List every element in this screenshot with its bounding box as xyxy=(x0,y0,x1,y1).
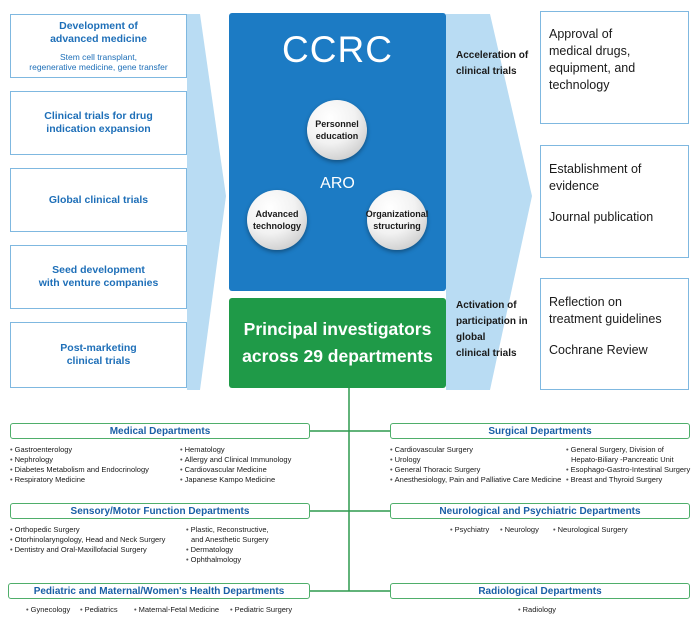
dept-item: Esophago-Gastro-Intestinal Surgery xyxy=(566,465,691,474)
right-box-text: Establishment of evidence xyxy=(549,162,642,193)
dept-item: Neurology xyxy=(500,525,539,534)
dept-surgical: Surgical Departments Cardiovascular Surg… xyxy=(390,423,690,493)
dept-item: Diabetes Metabolism and Endocrinology xyxy=(10,465,149,474)
ccrc-title: CCRC xyxy=(282,29,393,70)
left-box-title: Clinical trials for drug indication expa… xyxy=(44,110,153,135)
dept-item: Cardiovascular Surgery xyxy=(390,445,473,454)
node-label: Advanced technology xyxy=(252,209,301,231)
dept-item: Cardiovascular Medicine xyxy=(180,465,267,474)
right-chevron-arrow xyxy=(446,14,532,390)
dept-sensory-motor: Sensory/Motor Function Departments Ortho… xyxy=(10,503,310,573)
dept-item: General Thoracic Surgery xyxy=(390,465,481,474)
right-box-guidelines: Reflection on treatment guidelines Cochr… xyxy=(540,278,689,390)
dept-item: Nephrology xyxy=(10,455,53,464)
dept-pediatric-maternal: Pediatric and Maternal/Women's Health De… xyxy=(8,583,310,619)
principal-investigators-block: Principal investigators across 29 depart… xyxy=(229,298,446,388)
dept-item: Psychiatry xyxy=(450,525,490,534)
pi-line-1: Principal investigators xyxy=(243,319,432,339)
dept-item: Neurological Surgery xyxy=(553,525,628,534)
dept-title: Medical Departments xyxy=(10,423,310,439)
dept-item: Otorhinolaryngology, Head and Neck Surge… xyxy=(10,535,166,544)
dept-item: Gastroenterology xyxy=(10,445,73,454)
right-box-approval: Approval of medical drugs, equipment, an… xyxy=(540,11,689,124)
left-box-title: Post-marketing clinical trials xyxy=(60,342,137,367)
dept-item: Dentistry and Oral-Maxillofacial Surgery xyxy=(10,545,147,554)
dept-item: Ophthalmology xyxy=(186,555,241,564)
dept-item: Orthopedic Surgery xyxy=(10,525,80,534)
node-personnel-education: Personnel education xyxy=(307,100,367,160)
node-label: Personnel education xyxy=(315,119,359,141)
left-box-title: Seed development with venture companies xyxy=(38,264,159,289)
dept-item: Dermatology xyxy=(186,545,234,554)
dept-title: Pediatric and Maternal/Women's Health De… xyxy=(8,583,310,599)
dept-item: Allergy and Clinical Immunology xyxy=(180,455,292,464)
dept-title: Radiological Departments xyxy=(390,583,690,599)
dept-item: General Surgery, Division of xyxy=(566,445,664,454)
dept-medical: Medical Departments Gastroenterology Nep… xyxy=(10,423,310,493)
left-box-post-marketing: Post-marketing clinical trials xyxy=(10,322,187,388)
dept-title: Neurological and Psychiatric Departments xyxy=(390,503,690,519)
dept-radiological: Radiological Departments Radiology xyxy=(390,583,690,619)
dept-title: Sensory/Motor Function Departments xyxy=(10,503,310,519)
left-box-title: Development of advanced medicine xyxy=(50,20,147,45)
left-box-indication-expansion: Clinical trials for drug indication expa… xyxy=(10,91,187,155)
right-box-text: Journal publication xyxy=(549,210,654,224)
dept-item: Pediatric Surgery xyxy=(230,605,293,614)
dept-item: Gynecology xyxy=(26,605,71,614)
dept-item: Anesthesiology, Pain and Palliative Care… xyxy=(390,475,562,484)
dept-item: and Anesthetic Surgery xyxy=(191,535,269,544)
aro-label: ARO xyxy=(320,175,355,192)
department-connector-lines xyxy=(308,388,390,592)
dept-item: Breast and Thyroid Surgery xyxy=(566,475,663,484)
dept-item: Hematology xyxy=(180,445,225,454)
left-box-subtitle: Stem cell transplant, regenerative medic… xyxy=(29,52,168,72)
left-box-title: Global clinical trials xyxy=(48,193,149,206)
dept-item: Radiology xyxy=(518,605,556,614)
dept-item: Pediatrics xyxy=(80,605,118,614)
dept-item: Japanese Kampo Medicine xyxy=(180,475,275,484)
label-acceleration: Acceleration of clinical trials xyxy=(456,50,529,77)
dept-item: Respiratory Medicine xyxy=(10,475,85,484)
node-organizational-structuring: Organizational structuring xyxy=(365,190,429,250)
left-box-advanced-medicine: Development of advanced medicine Stem ce… xyxy=(10,14,187,78)
label-activation: Activation of participation in global cl… xyxy=(456,300,528,359)
right-box-evidence: Establishment of evidence Journal public… xyxy=(540,145,689,258)
left-box-seed-development: Seed development with venture companies xyxy=(10,245,187,309)
dept-item: Hepato-Biliary -Pancreatic Unit xyxy=(571,455,674,464)
left-chevron-arrow xyxy=(187,14,226,390)
node-label: Organizational structuring xyxy=(365,209,429,231)
dept-item: Maternal-Fetal Medicine xyxy=(134,605,219,614)
right-box-text: Approval of medical drugs, equipment, an… xyxy=(549,27,636,92)
ccrc-block: CCRC ARO Personnel education Advanced te… xyxy=(229,13,446,291)
left-box-global-trials: Global clinical trials xyxy=(10,168,187,232)
node-advanced-technology: Advanced technology xyxy=(247,190,307,250)
dept-title: Surgical Departments xyxy=(390,423,690,439)
pi-line-2: across 29 departments xyxy=(242,346,433,366)
right-box-text: Cochrane Review xyxy=(549,343,648,357)
dept-item: Plastic, Reconstructive, xyxy=(186,525,269,534)
right-box-text: Reflection on treatment guidelines xyxy=(549,295,662,326)
dept-neuro-psychiatric: Neurological and Psychiatric Departments… xyxy=(390,503,690,543)
dept-item: Urology xyxy=(390,455,421,464)
